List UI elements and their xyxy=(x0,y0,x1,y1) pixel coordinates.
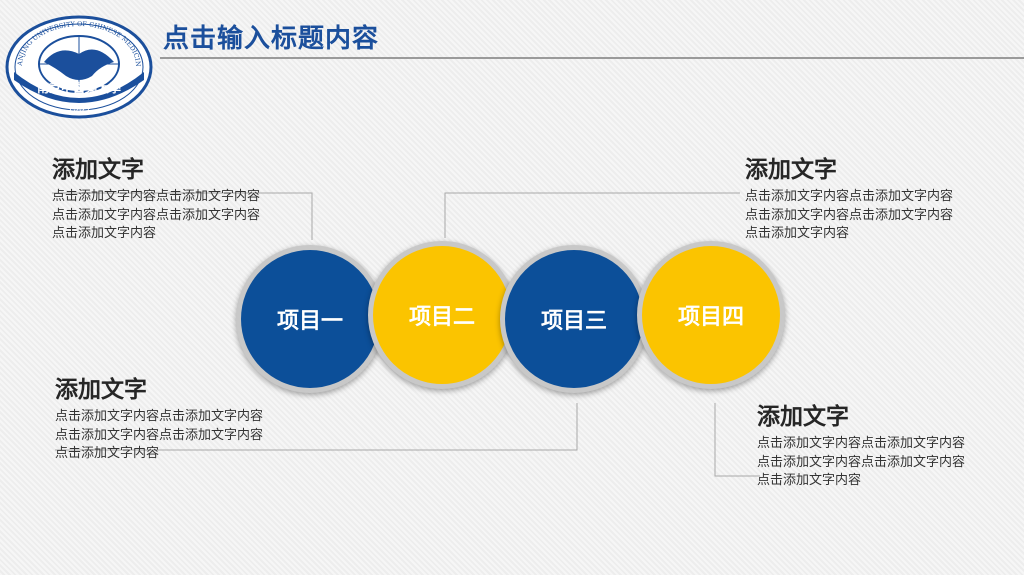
block-heading[interactable]: 添加文字 xyxy=(55,377,147,403)
title-divider xyxy=(160,57,1024,59)
text-block-top-left: 添加文字 点击添加文字内容点击添加文字内容点击添加文字内容点击添加文字内容点击添… xyxy=(52,150,282,244)
page-title[interactable]: 点击输入标题内容 xyxy=(163,24,380,54)
block-heading[interactable]: 添加文字 xyxy=(52,157,144,183)
text-block-bottom-left: 添加文字 点击添加文字内容点击添加文字内容点击添加文字内容点击添加文字内容点击添… xyxy=(55,370,285,464)
item-circle-3[interactable]: 项目三 xyxy=(500,245,648,393)
item-circle-2[interactable]: 项目二 xyxy=(368,241,516,389)
item-label-2: 项目二 xyxy=(408,305,475,330)
item-label-1: 项目一 xyxy=(276,309,343,334)
item-label-4: 项目四 xyxy=(677,305,744,330)
connector-line-4 xyxy=(714,403,760,477)
connector-line-1 xyxy=(52,192,313,240)
logo-name-cn: 南京中醫藥大學 xyxy=(37,80,121,95)
block-body[interactable]: 点击添加文字内容点击添加文字内容点击添加文字内容点击添加文字内容点击添加文字内容 xyxy=(55,409,264,461)
block-body[interactable]: 点击添加文字内容点击添加文字内容点击添加文字内容点击添加文字内容点击添加文字内容 xyxy=(52,189,261,241)
block-heading[interactable]: 添加文字 xyxy=(745,157,837,183)
item-label-3: 项目三 xyxy=(540,309,607,334)
connector-line-2 xyxy=(444,192,740,238)
text-block-top-right: 添加文字 点击添加文字内容点击添加文字内容点击添加文字内容点击添加文字内容点击添… xyxy=(745,150,975,244)
text-block-bottom-right: 添加文字 点击添加文字内容点击添加文字内容点击添加文字内容点击添加文字内容点击添… xyxy=(757,397,987,491)
item-circle-1[interactable]: 项目一 xyxy=(236,245,384,393)
block-body[interactable]: 点击添加文字内容点击添加文字内容点击添加文字内容点击添加文字内容点击添加文字内容 xyxy=(757,436,966,488)
block-heading[interactable]: 添加文字 xyxy=(757,404,849,430)
block-body[interactable]: 点击添加文字内容点击添加文字内容点击添加文字内容点击添加文字内容点击添加文字内容 xyxy=(745,189,954,241)
logo-year: 1954 xyxy=(68,104,91,114)
item-circle-4[interactable]: 项目四 xyxy=(637,241,785,389)
connector-line-3 xyxy=(55,403,578,451)
university-logo: 南京中醫藥大學 1954 NANJING UNIVERSITY OF CHINE… xyxy=(4,14,153,119)
